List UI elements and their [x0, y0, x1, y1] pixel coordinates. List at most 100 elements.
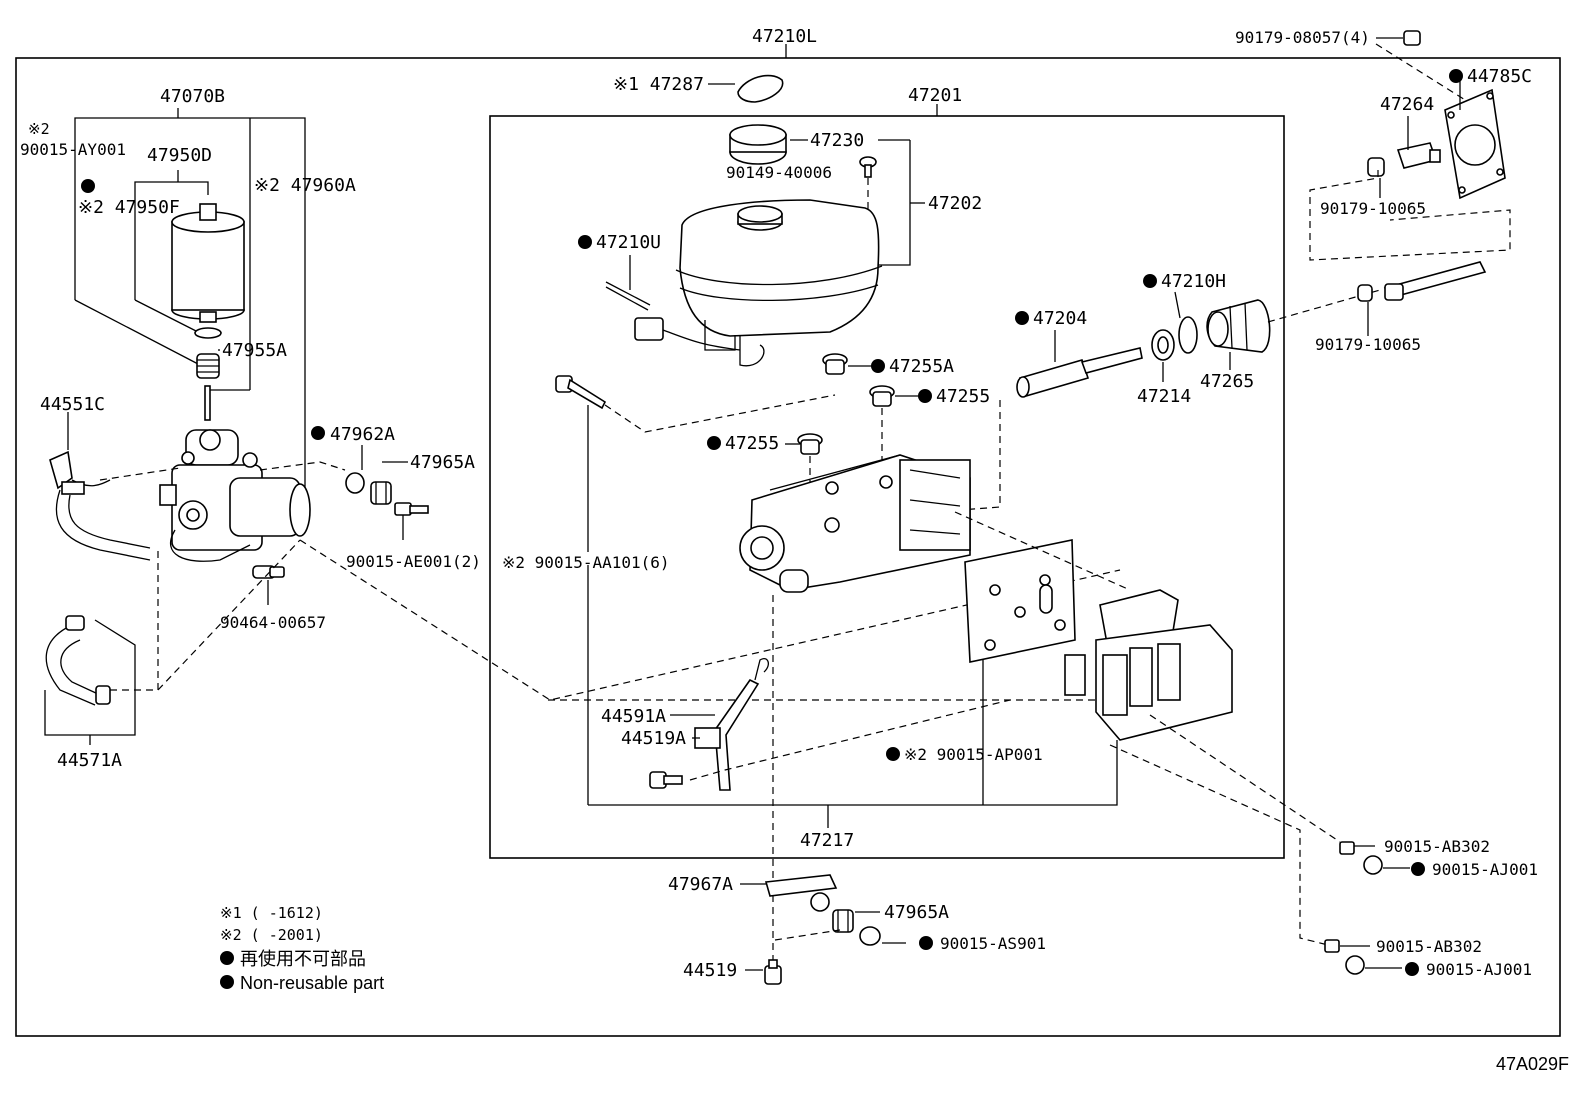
label-47210H: 47210H: [1161, 271, 1226, 292]
label-47201: 47201: [908, 85, 962, 106]
label-44571A: 44571A: [57, 750, 122, 771]
label-47204: 47204: [1033, 308, 1087, 329]
label-47287: ※1 47287: [613, 74, 704, 95]
nut-90015-AJ001-upper: [1363, 855, 1383, 875]
snap-ring-47210H: [1178, 316, 1198, 354]
outer-frame: [15, 57, 1561, 1037]
reservoir-47202: [675, 199, 883, 367]
bracket-47967A: [764, 874, 838, 912]
label-90015-AB302-upper: 90015-AB302: [1384, 837, 1490, 856]
gasket-44785C: [1444, 88, 1506, 200]
label-90179-10065-lower: 90179-10065: [1315, 335, 1421, 354]
pushrod-47204: [1016, 347, 1143, 398]
label-47255A: 47255A: [889, 356, 954, 377]
non-reusable-marker: [81, 179, 95, 193]
nut-90015-AJ001-lower: [1345, 955, 1365, 975]
label-90015-AE001: 90015-AE001(2): [346, 552, 481, 571]
label-90015-AP001: ※2 90015-AP001: [904, 745, 1043, 764]
control-unit-block: [1064, 589, 1233, 741]
label-44591A: 44591A: [601, 706, 666, 727]
label-44785C: 44785C: [1467, 66, 1532, 87]
bolt-90015-AE001: [394, 502, 429, 516]
label-90179-08057: 90179-08057(4): [1235, 28, 1370, 47]
non-reusable-marker: [1449, 69, 1463, 83]
legend-non-reusable-en: Non-reusable part: [240, 973, 384, 993]
label-47255-upper: 47255: [936, 386, 990, 407]
plug-47255-upper: [869, 385, 895, 407]
label-47962A: 47962A: [330, 424, 395, 445]
bushing-47965A: [370, 481, 392, 505]
label-90015-AJ001-lower: 90015-AJ001: [1426, 960, 1532, 979]
label-90015-AY001: 90015-AY001: [20, 140, 126, 159]
legend-non-reusable-jp: 再使用不可部品: [240, 949, 366, 969]
inner-frame-47201: [489, 115, 1285, 859]
seal-47962A: [345, 472, 365, 494]
label-44519: 44519: [683, 960, 737, 981]
non-reusable-marker: [1015, 311, 1029, 325]
diagram-id: 47A029F: [1496, 1054, 1569, 1074]
legend-note-1: ※1 ( -1612): [220, 904, 323, 922]
valve-plate: [964, 539, 1076, 663]
bolt-44519A: [649, 771, 683, 789]
non-reusable-marker: [919, 936, 933, 950]
label-47967A: 47967A: [668, 874, 733, 895]
label-47950F: ※2 47950F: [78, 197, 180, 218]
label-47210L: 47210L: [752, 26, 817, 47]
label-47965A-top: 47965A: [410, 452, 475, 473]
o-ring-47955A: [194, 327, 222, 339]
label-47955A: 47955A: [222, 340, 287, 361]
gasket-47287: [737, 74, 784, 103]
bolt-44519: [764, 959, 782, 985]
non-reusable-marker: [1405, 962, 1419, 976]
bracket-44591A: [694, 658, 770, 791]
hose-44571A: [45, 615, 111, 706]
reservoir-cap-47230: [729, 124, 787, 165]
bolt-90015-AB302-lower: [1324, 939, 1340, 953]
legend-dot-en: [220, 975, 234, 989]
label-47214: 47214: [1137, 386, 1191, 407]
label-44551C: 44551C: [40, 394, 105, 415]
screw-90149-40006: [859, 156, 877, 178]
label-90015-AA101: ※2 90015-AA101(6): [502, 553, 670, 572]
bolt-90464-00657: [252, 565, 285, 579]
nut-90179-10065-upper: [1367, 157, 1385, 177]
bolt-90015-AB302-upper: [1339, 841, 1355, 855]
non-reusable-marker: [918, 389, 932, 403]
label-47950D: 47950D: [147, 145, 212, 166]
non-reusable-marker: [578, 235, 592, 249]
actuator-body: [739, 454, 971, 593]
label-90015-AY001-mark: ※2: [28, 120, 50, 138]
pump-motor-assembly: [159, 429, 311, 562]
filter-canister-47950F: [171, 203, 245, 323]
non-reusable-marker: [871, 359, 885, 373]
label-47230: 47230: [810, 130, 864, 151]
switch-47264: [1396, 142, 1441, 169]
legend-dot-jp: [220, 951, 234, 965]
non-reusable-marker: [1143, 274, 1157, 288]
sensor-47210U: [605, 255, 741, 351]
label-47202: 47202: [928, 193, 982, 214]
label-90015-AB302-lower: 90015-AB302: [1376, 937, 1482, 956]
label-90015-AJ001-upper: 90015-AJ001: [1432, 860, 1538, 879]
label-90179-10065-upper: 90179-10065: [1320, 199, 1426, 218]
boot-47265: [1206, 299, 1271, 353]
seal-47214: [1151, 329, 1175, 361]
bolt-90015-AA101: [555, 375, 607, 410]
legend-note-2: ※2 ( -2001): [220, 926, 323, 944]
plug-47255-lower: [797, 433, 823, 455]
label-90149-40006: 90149-40006: [726, 163, 832, 182]
spring-47955A: [196, 353, 220, 379]
nut-90179-08057: [1403, 30, 1421, 46]
non-reusable-marker: [707, 436, 721, 450]
label-47217: 47217: [800, 830, 854, 851]
label-47960A: ※2 47960A: [254, 175, 356, 196]
plug-47255A: [822, 353, 848, 375]
wire-harness-44551C: [49, 412, 151, 561]
pin: [204, 385, 211, 421]
label-47264: 47264: [1380, 94, 1434, 115]
label-47210U: 47210U: [596, 232, 661, 253]
label-47265: 47265: [1200, 371, 1254, 392]
label-47965A-bottom: 47965A: [884, 902, 949, 923]
non-reusable-marker: [311, 426, 325, 440]
